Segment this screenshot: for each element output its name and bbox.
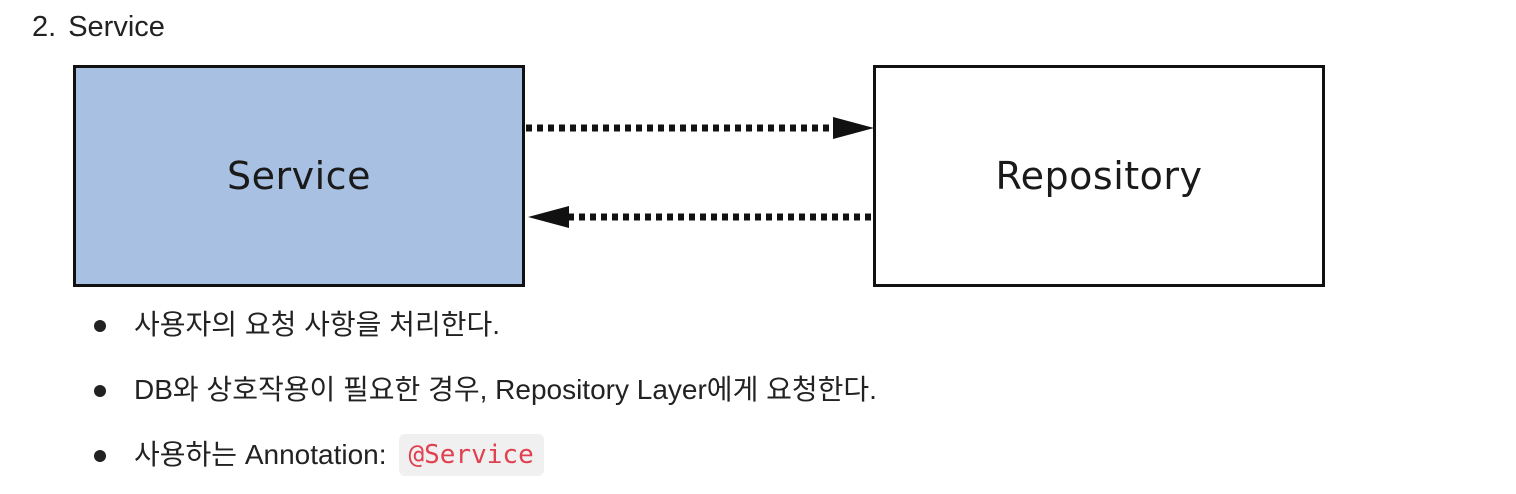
bullet-dot-icon bbox=[94, 450, 106, 462]
service-repository-diagram: Service Repository bbox=[73, 64, 1327, 290]
service-box: Service bbox=[73, 65, 525, 287]
heading-title: Service bbox=[68, 11, 165, 43]
list-item-text: 사용하는 Annotation: bbox=[134, 439, 387, 470]
request-arrow-head bbox=[833, 117, 874, 139]
list-item-text: DB와 상호작용이 필요한 경우, Repository Layer에게 요청한… bbox=[134, 374, 877, 405]
inline-code-annotation: @Service bbox=[398, 434, 544, 476]
repository-box: Repository bbox=[873, 65, 1325, 287]
bullet-dot-icon bbox=[94, 320, 106, 332]
repository-box-label: Repository bbox=[995, 154, 1203, 198]
response-arrow-head bbox=[528, 206, 569, 228]
section-heading: 2. Service bbox=[32, 10, 165, 44]
list-item: 사용자의 요청 사항을 처리한다. bbox=[94, 308, 877, 342]
bullet-dot-icon bbox=[94, 385, 106, 397]
list-item: DB와 상호작용이 필요한 경우, Repository Layer에게 요청한… bbox=[94, 373, 877, 407]
heading-number: 2. bbox=[32, 11, 57, 43]
list-item: 사용하는 Annotation: @Service bbox=[94, 434, 877, 476]
list-item-text: 사용자의 요청 사항을 처리한다. bbox=[134, 309, 500, 340]
bullet-list: 사용자의 요청 사항을 처리한다. DB와 상호작용이 필요한 경우, Repo… bbox=[94, 308, 877, 494]
service-box-label: Service bbox=[227, 154, 371, 198]
